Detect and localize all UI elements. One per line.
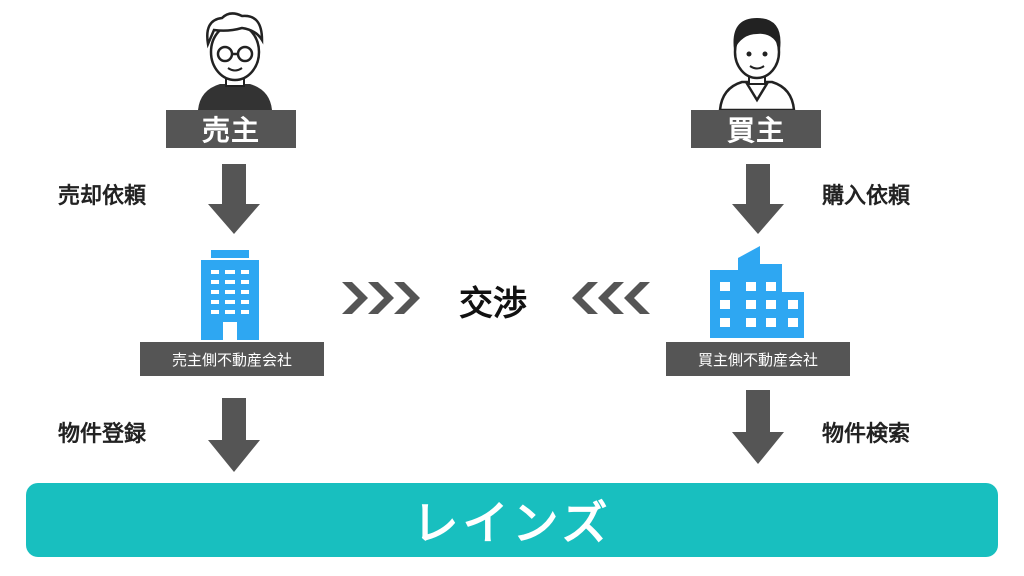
chevron-left-icon [572, 282, 650, 314]
buyer-person-icon [718, 18, 796, 112]
seller-label: 売主 [201, 114, 260, 147]
seller-company-box: 売主側不動産会社 [140, 342, 324, 376]
buyer-label: 買主 [726, 114, 785, 147]
seller-action-label: 売却依頼 [58, 184, 147, 209]
seller-company-action-label: 物件登録 [58, 422, 147, 447]
negotiation-label: 交渉 [459, 284, 527, 324]
office-tower-icon [201, 250, 259, 340]
buyer-action-label: 購入依頼 [822, 184, 911, 209]
buyer-company-label: 買主側不動産会社 [697, 350, 818, 369]
down-arrow-icon [732, 164, 784, 234]
down-arrow-icon [208, 164, 260, 234]
down-arrow-icon [208, 398, 260, 472]
seller-person-icon [198, 12, 272, 110]
apartment-building-icon [710, 246, 804, 338]
buyer-label-box: 買主 [691, 110, 821, 148]
chevron-right-icon [342, 282, 420, 314]
seller-company-label: 売主側不動産会社 [171, 350, 292, 369]
reins-label: レインズ [412, 496, 612, 550]
buyer-company-box: 買主側不動産会社 [666, 342, 850, 376]
seller-label-box: 売主 [166, 110, 296, 148]
down-arrow-icon [732, 390, 784, 464]
buyer-company-action-label: 物件検索 [822, 422, 911, 447]
reins-bar: レインズ [26, 483, 998, 557]
